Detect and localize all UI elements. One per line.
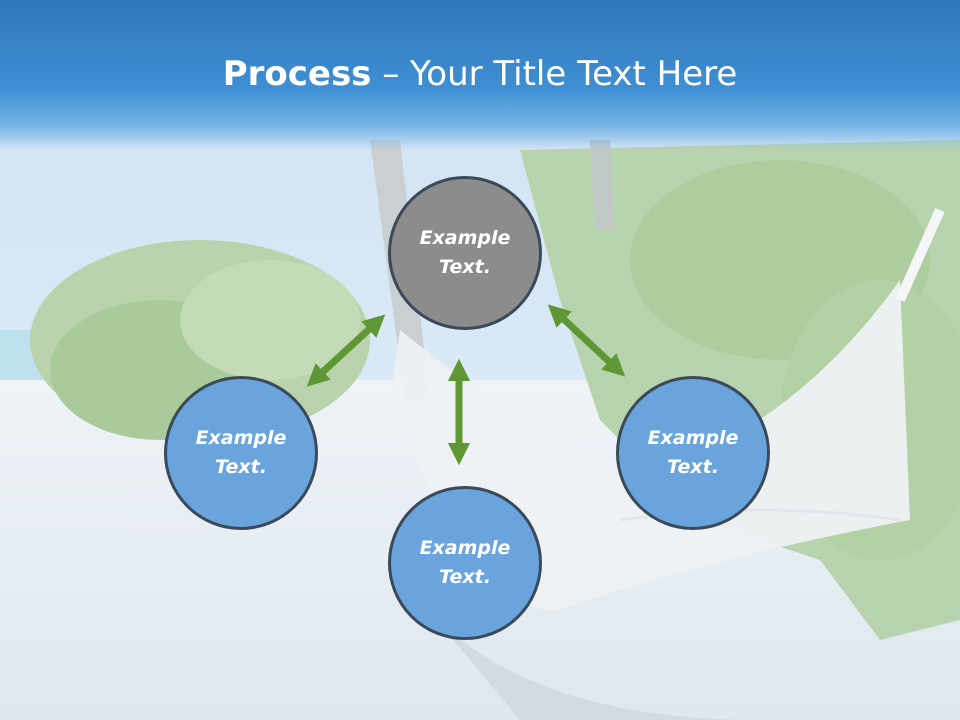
circle-left-label: Example Text.: [195, 427, 287, 478]
circle-bottom[interactable]: Example Text.: [388, 486, 542, 640]
circle-left[interactable]: Example Text.: [164, 376, 318, 530]
circle-bottom-label: Example Text.: [419, 537, 511, 588]
circle-top-label: Example Text.: [419, 227, 511, 278]
circle-right-label: Example Text.: [647, 427, 739, 478]
circle-top-gray[interactable]: Example Text.: [388, 176, 542, 330]
slide-title: Process – Your Title Text Here: [0, 52, 960, 96]
title-rest: – Your Title Text Here: [371, 54, 738, 94]
title-band: [0, 0, 960, 150]
circle-right[interactable]: Example Text.: [616, 376, 770, 530]
title-bold: Process: [222, 54, 372, 94]
